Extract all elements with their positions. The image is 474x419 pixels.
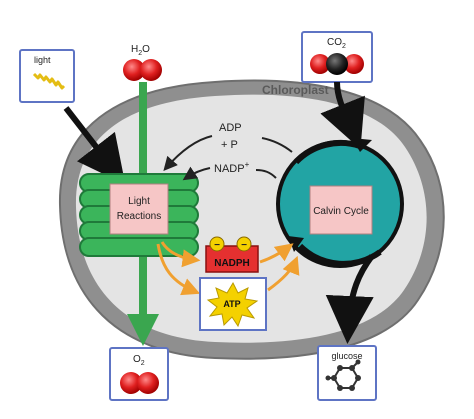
calvin-to-nadp-arrow <box>255 169 277 179</box>
oxygen-output: O2 <box>109 347 169 401</box>
calvin-cycle-label: Calvin Cycle <box>313 206 369 217</box>
electron-icon <box>209 236 225 252</box>
light-to-atp-arrow <box>156 243 201 296</box>
co2-to-calvin-arrow <box>320 81 365 150</box>
nadp-return-arrow <box>182 166 211 181</box>
atp-to-calvin-arrow <box>267 255 300 292</box>
atp-label: ATP <box>223 299 240 309</box>
nadph-to-calvin-arrow <box>259 243 294 264</box>
recycled-molecules: ADP + P NADP+ <box>163 122 293 181</box>
atp-starburst-icon <box>206 281 259 328</box>
co2-carbon <box>326 53 348 75</box>
glucose-output: glucose <box>317 345 377 401</box>
nadph-label: NADPH <box>214 258 250 269</box>
electron-sign: − <box>214 240 220 251</box>
nadp-label: NADP+ <box>214 160 250 175</box>
calvin-to-adp-arrow <box>261 137 293 153</box>
light-reactions-box <box>109 183 169 235</box>
oxygen-atom-left <box>120 372 142 394</box>
oxygen-atom-right <box>137 372 159 394</box>
water-label: H2O <box>131 44 150 57</box>
co2-input: CO2 <box>301 31 373 83</box>
calvin-cycle: Calvin Cycle <box>276 138 404 268</box>
co2-oxygen-left <box>310 54 330 74</box>
adp-label: ADP <box>219 122 242 134</box>
electron-sign: − <box>241 240 247 251</box>
water-input: H2O <box>123 44 162 81</box>
glucose-atoms-icon <box>325 359 361 391</box>
water-molecule-right <box>140 59 162 81</box>
chloroplast-label: Chloroplast <box>262 83 329 97</box>
nadph-molecule: − − NADPH <box>205 236 259 273</box>
thylakoid-disc <box>79 237 199 257</box>
thylakoid-stack: Light Reactions <box>79 173 199 257</box>
light-label: light <box>34 55 51 65</box>
co2-label: CO2 <box>327 37 346 50</box>
calvin-to-glucose-arrow <box>325 254 375 344</box>
atp-molecule: ATP <box>199 277 267 331</box>
light-wave-icon <box>32 72 66 90</box>
glucose-box <box>317 345 377 401</box>
adp-return-arrow <box>163 135 213 172</box>
light-arrow <box>63 106 126 185</box>
light-reactions-label-line2: Reactions <box>117 211 161 222</box>
co2-oxygen-right <box>344 54 364 74</box>
calvin-cycle-arrowhead <box>288 236 304 252</box>
phosphate-label: + P <box>221 139 238 151</box>
oxygen-label: O2 <box>133 354 145 367</box>
calvin-cycle-box <box>309 185 373 235</box>
light-reactions-label-line1: Light <box>128 196 150 207</box>
glucose-label: glucose <box>331 351 362 361</box>
water-molecule-left <box>123 59 145 81</box>
electron-icon <box>236 236 252 252</box>
light-to-nadph-arrow <box>160 241 201 268</box>
light-input: light <box>19 49 75 103</box>
